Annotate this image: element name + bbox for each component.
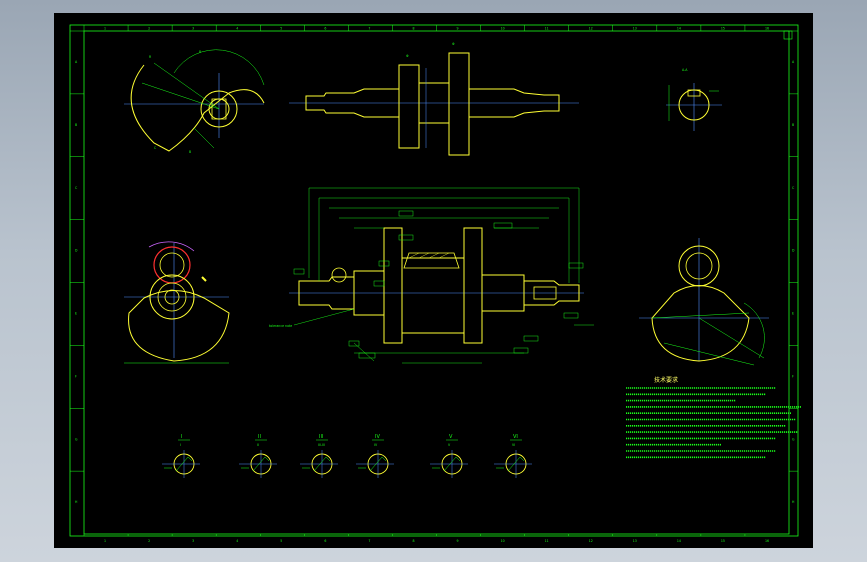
border-number-bottom: 13 [633,539,637,543]
crank-front-view [124,241,230,364]
border-letter-left: A [75,60,78,64]
border-letter-left: B [75,123,77,127]
section-label: II [258,434,261,440]
border-letter-right: A [792,60,795,64]
border-number-top: 1 [104,27,106,31]
border-number-top: 14 [677,27,681,31]
border-zone-marks: 1122334455667788991010111112121313141415… [70,25,798,543]
border-letter-right: C [792,186,795,190]
section-view: II [162,434,200,478]
border-letter-left: E [75,312,77,316]
border-number-top: 5 [280,27,282,31]
section-label: V [449,434,453,440]
border-number-bottom: 1 [104,539,106,543]
crank-rear-view [639,238,769,366]
border-number-bottom: 6 [324,539,326,543]
notes-title: 技术要求 [654,376,678,384]
border-number-bottom: 14 [677,539,681,543]
border-number-bottom: 3 [192,539,194,543]
svg-text:R: R [149,55,152,59]
dimension-boxes [293,210,584,359]
section-label: I [181,434,182,440]
border-letter-right: F [792,374,794,378]
section-view: VI VI [494,434,532,478]
border-letter-right: E [792,312,794,316]
svg-text:C: C [154,146,157,150]
border-letter-right: B [792,123,794,127]
section-sublabel: III-III [318,443,325,447]
border-number-top: 10 [501,27,505,31]
border-letter-right: H [792,500,795,504]
border-letter-left: C [75,186,78,190]
border-number-bottom: 8 [412,539,414,543]
svg-text:Φ: Φ [452,42,455,46]
section-sublabel: II [257,443,259,447]
border-letter-left: F [75,374,77,378]
svg-text:R: R [199,50,202,54]
section-sublabel: IV [374,443,378,447]
border-number-bottom: 11 [545,539,549,543]
border-number-bottom: 5 [280,539,282,543]
outer-frame [69,24,799,537]
technical-notes: 技术要求 [626,376,801,459]
border-number-top: 11 [545,27,549,31]
border-number-bottom: 4 [236,539,238,543]
section-view: III III-III [300,434,338,478]
border-letter-right: G [792,437,795,441]
section-label: III [319,434,323,440]
border-number-bottom: 7 [368,539,370,543]
section-sublabel: VI [512,443,515,447]
border-number-top: 4 [236,27,238,31]
svg-text:tolerance note: tolerance note [269,324,292,328]
border-number-top: 16 [765,27,769,31]
border-number-bottom: 9 [457,539,459,543]
border-number-top: 3 [192,27,194,31]
corner-box [783,30,793,40]
section-label: VI [513,434,518,440]
border-number-bottom: 12 [589,539,593,543]
svg-text:Φ: Φ [406,54,409,58]
border-number-top: 12 [589,27,593,31]
svg-text:A-A: A-A [682,68,688,72]
section-label: IV [375,434,380,440]
dimension-lines [293,187,594,364]
border-number-top: 13 [633,27,637,31]
crankshaft-drawing: 1122334455667788991010111112121313141415… [69,24,801,543]
border-number-top: 8 [412,27,414,31]
border-number-top: 15 [721,27,725,31]
section-view: IV IV [356,434,394,478]
border-number-bottom: 10 [501,539,505,543]
crankshaft-main-view: tolerance note [269,187,594,364]
section-view: II II [239,434,277,478]
border-number-top: 9 [457,27,459,31]
border-number-bottom: 16 [765,539,769,543]
border-number-bottom: 15 [721,539,725,543]
crankshaft-side-view: Φ Φ [289,42,579,156]
border-number-top: 6 [324,27,326,31]
border-number-top: 7 [368,27,370,31]
svg-text:B: B [189,150,191,154]
border-letter-left: H [75,500,78,504]
section-sublabel: I [180,443,181,447]
border-letter-left: G [75,437,78,441]
key-section-view: A-A [666,68,722,131]
border-number-top: 2 [148,27,150,31]
section-sublabel: V [448,443,451,447]
border-letter-left: D [75,249,78,253]
border-letter-right: D [792,249,795,253]
crank-web-end-view: R R C B [124,49,265,154]
section-view: VV [430,434,468,478]
border-number-bottom: 2 [148,539,150,543]
